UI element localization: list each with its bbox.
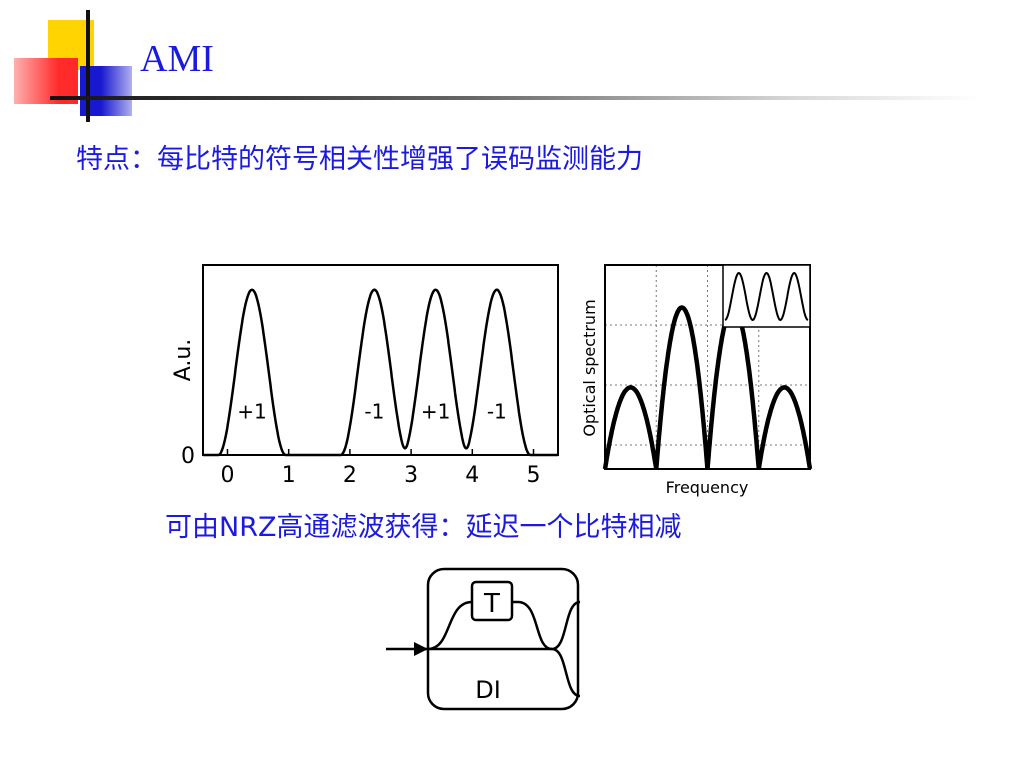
spectrum-inset <box>722 264 811 328</box>
inset-curve <box>724 271 809 322</box>
device-label: DI <box>475 676 501 704</box>
pulse-chart-frame <box>202 264 559 456</box>
pulse-waveform <box>203 288 558 457</box>
slide-title: AMI <box>140 38 214 80</box>
pulse-label: -1 <box>364 400 384 424</box>
pulse-chart-ylabel: A.u. <box>171 339 196 382</box>
pulse-chart: +1 -1 +1 -1 0 1 2 3 4 5 0 A.u. <box>171 264 559 488</box>
pulse-label: -1 <box>487 400 507 424</box>
spectrum-lobe <box>602 385 659 470</box>
spectrum-lobe <box>756 385 813 470</box>
di-box <box>426 567 580 711</box>
spectrum-lobe <box>654 305 710 470</box>
output-coupler <box>551 600 581 698</box>
spectrum-chart-xlabel: Frequency <box>666 478 749 497</box>
spectrum-chart-ylabel: Optical spectrum <box>580 299 599 436</box>
pulse-ytick-label: 0 <box>181 444 195 469</box>
pulse-xtick-label: 2 <box>343 463 357 488</box>
feature-text: 特点：每比特的符号相关性增强了误码监测能力 <box>76 144 643 175</box>
pulse-xtick-label: 3 <box>404 463 418 488</box>
deco-vertical-line <box>86 10 90 122</box>
pulse-xtick-label: 1 <box>282 463 296 488</box>
delay-label: T <box>483 589 500 619</box>
spectrum-chart: Optical spectrum Frequency <box>580 264 813 497</box>
spectrum-chart-frame <box>604 264 811 470</box>
method-text: 可由NRZ高通滤波获得：延迟一个比特相减 <box>165 512 682 543</box>
pulse-xtick-label: 4 <box>465 463 479 488</box>
delay-box <box>470 580 514 622</box>
input-arrow-icon <box>414 642 428 656</box>
pulse-xtick-label: 5 <box>527 463 541 488</box>
pulse-xtick-label: 0 <box>220 463 234 488</box>
pulse-label: +1 <box>421 400 450 424</box>
pulse-label: +1 <box>237 400 266 424</box>
title-rule <box>50 96 980 100</box>
delay-interferometer-diagram: T DI <box>386 567 581 711</box>
